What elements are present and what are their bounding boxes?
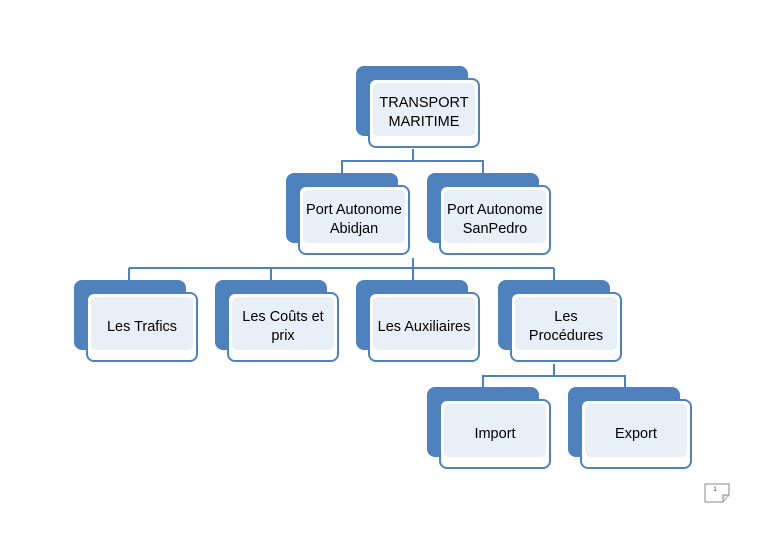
node-export: Export [568,387,696,471]
node-port-abidjan: Port Autonome Abidjan [286,173,414,257]
node-import: Import [427,387,555,471]
node-label: Port Autonome SanPedro [447,202,543,237]
node-port-sanpedro: Port Autonome SanPedro [427,173,555,257]
node-label: Les Coûts et prix [242,309,324,344]
node-les-auxiliaires: Les Auxiliaires [356,280,484,364]
node-label: Les Procédures [528,309,604,344]
node-les-couts: Les Coûts et prix [215,280,343,364]
node-les-trafics: Les Trafics [74,280,202,364]
node-label: Les Trafics [106,318,178,335]
node-label: Export [615,425,657,442]
node-label: TRANSPORT MARITIME [379,95,469,130]
node-les-procedures: Les Procédures [498,280,626,364]
node-label: Import [474,425,516,442]
page-number: 1 [713,487,717,493]
page-number-icon: 1 [704,483,730,503]
node-label: Les Auxiliaires [377,318,471,335]
node-label: Port Autonome Abidjan [306,202,402,237]
node-transport-maritime: TRANSPORT MARITIME [356,66,484,150]
